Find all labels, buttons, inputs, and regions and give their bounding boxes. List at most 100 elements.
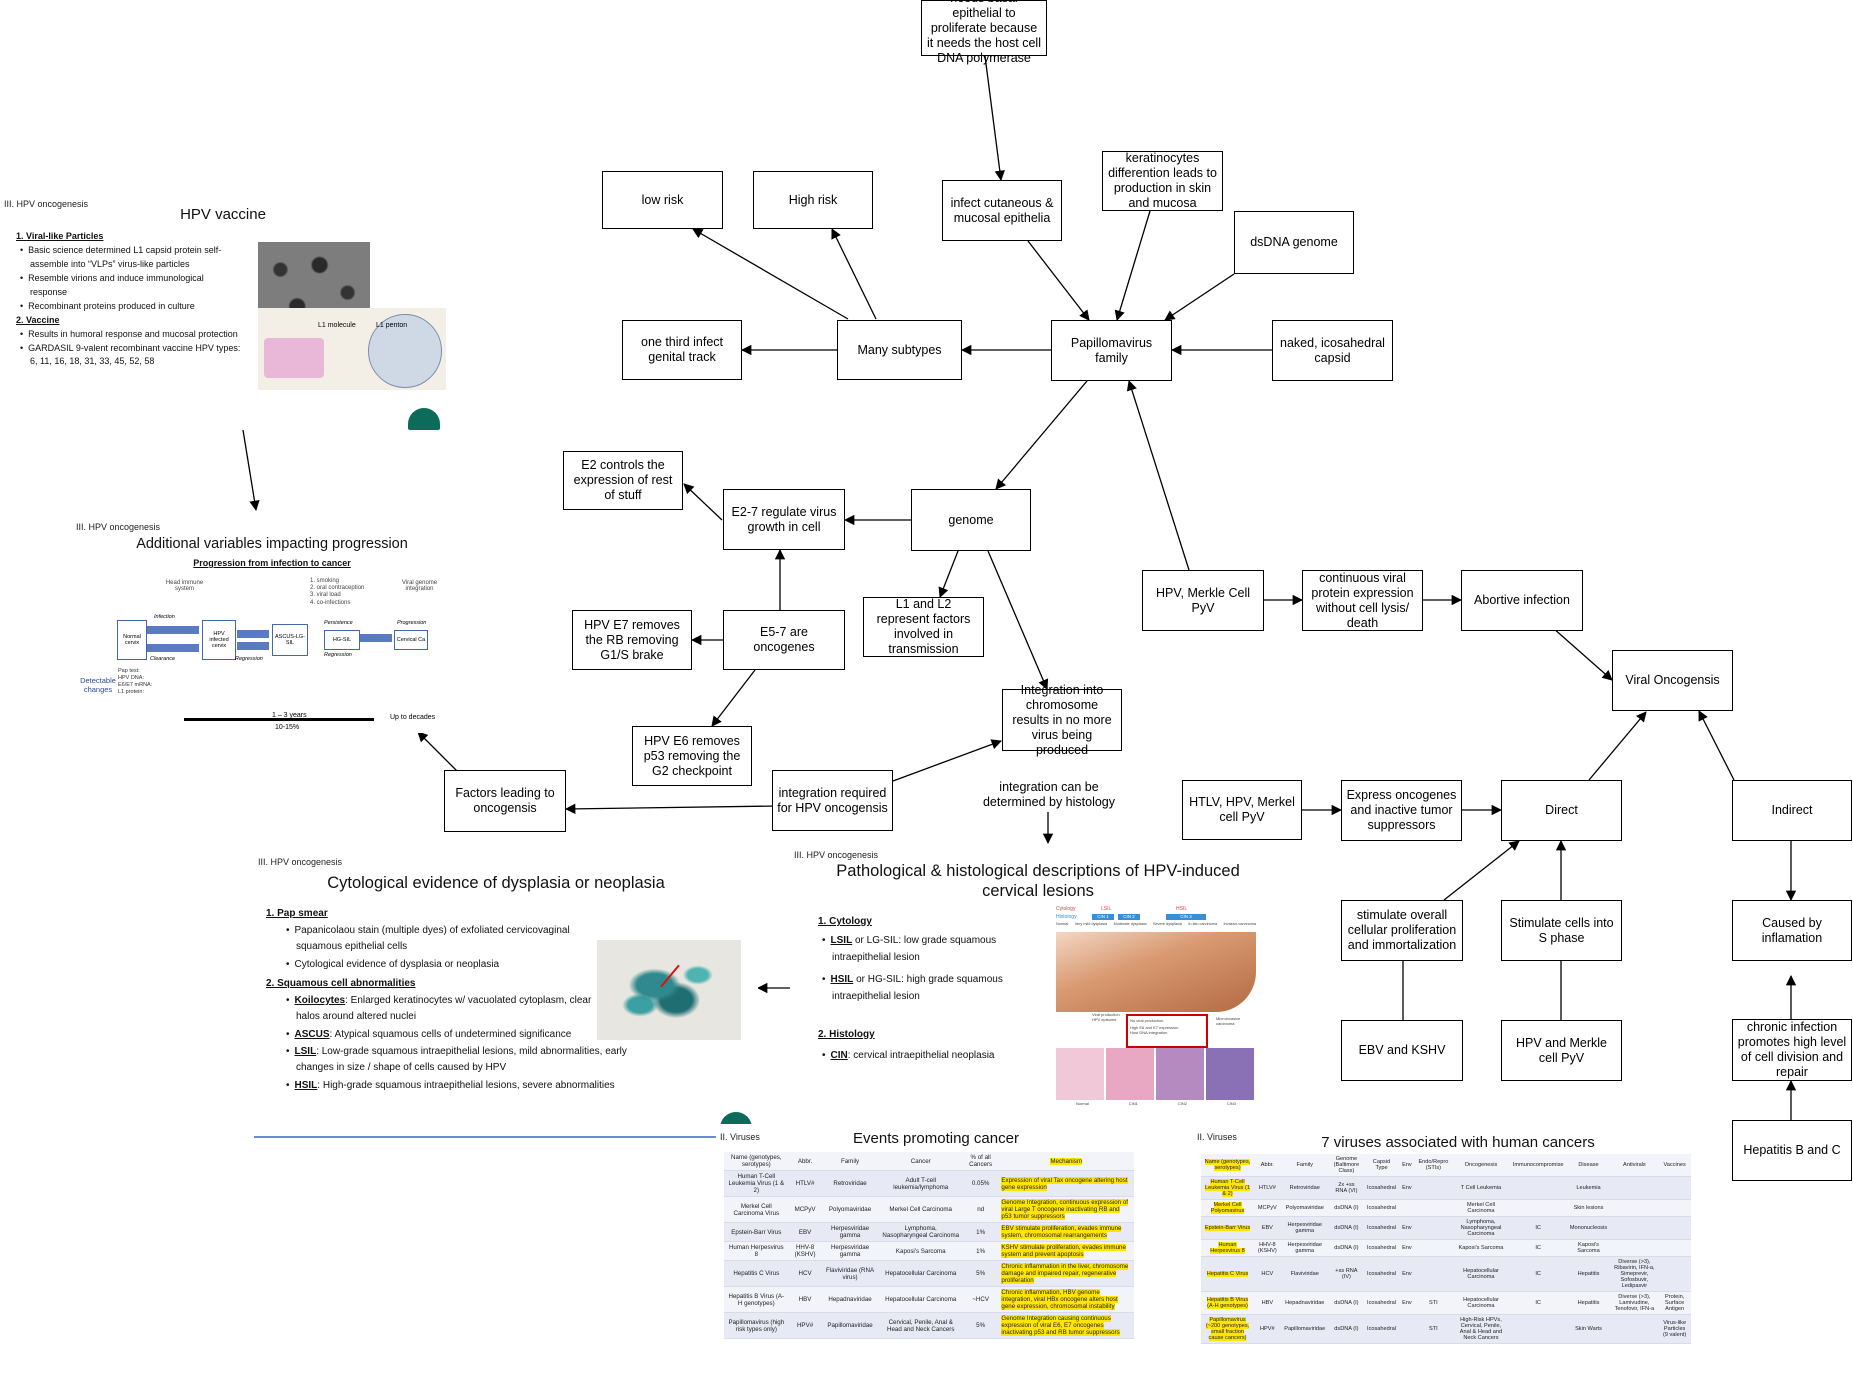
node-hpv-merkle-cell-pyv[interactable]: HPV, Merkle Cell PyV <box>1142 570 1264 631</box>
node-ebv-kshv[interactable]: EBV and KSHV <box>1341 1020 1463 1081</box>
node-stimulate-s-phase[interactable]: Stimulate cells into S phase <box>1501 900 1622 961</box>
table-cell: Env <box>1399 1239 1415 1257</box>
node-e5-7-oncogenes[interactable]: E5-7 are oncogenes <box>723 610 845 670</box>
table-cell: Hepadnaviridae <box>1280 1291 1329 1315</box>
node-hpv-e7[interactable]: HPV E7 removes the RB removing G1/S brak… <box>572 610 692 670</box>
term: LSIL <box>294 1046 317 1057</box>
table-cell: HCV <box>788 1260 822 1287</box>
node-many-subtypes[interactable]: Many subtypes <box>837 320 962 380</box>
table-cell: Epstein-Barr Virus <box>724 1222 789 1242</box>
table-cell: High-Risk HPVs, Cervical, Penile, Anal &… <box>1452 1314 1510 1344</box>
node-hepatitis-b-c[interactable]: Hepatitis B and C <box>1732 1120 1852 1181</box>
table-cell: Leukemia <box>1566 1176 1611 1200</box>
slide-cytological[interactable]: III. HPV oncogenesis Cytological evidenc… <box>254 850 758 1138</box>
slide-title: Cytological evidence of dysplasia or neo… <box>327 874 665 892</box>
timeline-label: Up to decades <box>390 714 436 721</box>
table-cell: Hepadnaviridae <box>821 1286 879 1313</box>
bullet: Koilocytes: Enlarged keratinocytes w/ va… <box>266 993 596 1025</box>
table-cell <box>1658 1199 1691 1217</box>
table-cell: Adult T-cell leukemia/lymphoma <box>878 1170 963 1197</box>
edge <box>831 228 877 320</box>
table-cell: HHV-8 (KSHV) <box>1254 1239 1281 1257</box>
node-abortive-infection[interactable]: Abortive infection <box>1461 570 1583 631</box>
diagram-label: Normal <box>1075 1101 1089 1106</box>
node-stimulate-overall[interactable]: stimulate overall cellular proliferation… <box>1341 900 1463 961</box>
slide-hpv-vaccine[interactable]: III. HPV oncogenesis HPV vaccine 1. Vira… <box>0 192 446 430</box>
node-indirect[interactable]: Indirect <box>1732 780 1852 841</box>
edge <box>1588 711 1647 781</box>
table-cell <box>1658 1239 1691 1257</box>
node-caused-by-inflamation[interactable]: Caused by inflamation <box>1732 900 1852 961</box>
node-integration-required[interactable]: integration required for HPV oncogensis <box>772 770 893 831</box>
table-cell <box>1509 1199 1567 1217</box>
table-cell: Hepatitis C Virus <box>724 1260 789 1287</box>
table-cell: Flaviviridae (RNA virus) <box>821 1260 879 1287</box>
table-cell: 1% <box>962 1222 999 1242</box>
table-cell <box>1414 1239 1453 1257</box>
table-cell: Icosahedral <box>1363 1291 1400 1315</box>
diagram-label: Invasive carcinoma <box>1223 922 1257 926</box>
table-cell: Hepatocellular Carcinoma <box>1452 1291 1510 1315</box>
table-cell: dsDNA (I) <box>1328 1291 1364 1315</box>
table-cell: 0.05% <box>962 1170 999 1197</box>
edge <box>1164 273 1235 321</box>
node-basal-epithelial[interactable]: needs basal epithelial to proliferate be… <box>921 0 1047 65</box>
node-l1-l2[interactable]: L1 and L2 represent factors involved in … <box>863 597 984 657</box>
node-factors-oncogensis[interactable]: Factors leading to oncogensis <box>444 770 566 832</box>
table-cell: STI <box>1414 1291 1453 1315</box>
slide-pathological[interactable]: III. HPV oncogenesis Pathological & hist… <box>790 846 1270 1116</box>
node-keratinocytes[interactable]: keratinocytes differention leads to prod… <box>1102 151 1223 211</box>
table-cell: Epstein-Barr Virus <box>1201 1216 1255 1240</box>
node-htlv-hpv-merkel[interactable]: HTLV, HPV, Merkel cell PyV <box>1182 780 1302 840</box>
table-cell: Env <box>1399 1256 1415 1292</box>
node-naked-capsid[interactable]: naked, icosahedral capsid <box>1272 320 1393 381</box>
table-cell: Merkel Cell Carcinoma <box>878 1196 963 1223</box>
node-e2-7-regulate[interactable]: E2-7 regulate virus growth in cell <box>723 489 845 550</box>
table-cell: Hepatocellular Carcinoma <box>878 1260 963 1287</box>
diagram-label: Moderate dysplasia <box>1113 922 1147 926</box>
epithelium-illustration <box>1056 932 1256 1012</box>
table-header: Vaccines <box>1658 1154 1691 1177</box>
table-cell: EBV <box>788 1222 822 1242</box>
edge <box>1114 210 1151 321</box>
node-low-risk[interactable]: low risk <box>602 171 723 229</box>
node-papillomavirus-family[interactable]: Papillomavirus family <box>1051 320 1172 381</box>
timeline-bar <box>322 719 372 721</box>
table-cell: IC <box>1509 1256 1567 1292</box>
table-cell: Retroviridae <box>1280 1176 1329 1200</box>
table-header: Antivirals <box>1610 1154 1659 1177</box>
table-cell: Human Herpesvirus 8 <box>724 1241 789 1261</box>
node-chronic-infection[interactable]: chronic infection promotes high level of… <box>1732 1019 1852 1081</box>
table-cell: Kaposi's Sarcoma <box>1452 1239 1510 1257</box>
slide-seven-viruses[interactable]: II. Viruses 7 viruses associated with hu… <box>1193 1124 1699 1386</box>
histology-image <box>1156 1048 1204 1100</box>
node-hpv-merkle-pyv[interactable]: HPV and Merkle cell PyV <box>1501 1020 1622 1081</box>
table-cell: Env <box>1399 1176 1415 1200</box>
node-infect-cutaneous[interactable]: infect cutaneous & mucosal epithelia <box>942 180 1062 241</box>
node-e2-controls[interactable]: E2 controls the expression of rest of st… <box>563 451 683 510</box>
bullet: GARDASIL 9-valent recombinant vaccine HP… <box>16 342 241 370</box>
node-direct[interactable]: Direct <box>1501 780 1622 841</box>
node-integration-chromosome[interactable]: Integration into chromosome results in n… <box>1002 683 1122 757</box>
table-cell <box>1610 1176 1659 1200</box>
table-cell: Lymphoma, Nasopharyngeal Carcinoma <box>1452 1216 1510 1240</box>
node-viral-oncogensis[interactable]: Viral Oncogensis <box>1612 650 1733 711</box>
table-cell: KSHV stimulate proliferation, evades imm… <box>998 1241 1134 1261</box>
node-one-third[interactable]: one third infect genital track <box>622 320 742 380</box>
table-cell: dsDNA (I) <box>1328 1216 1364 1240</box>
node-dsdna-genome[interactable]: dsDNA genome <box>1234 211 1354 274</box>
table-cell: MCPyV <box>1254 1199 1281 1217</box>
image-label: L1 penton <box>376 322 408 329</box>
node-genome[interactable]: genome <box>911 489 1031 551</box>
slide-section: III. HPV oncogenesis <box>4 199 89 209</box>
arrow-label: Clearance <box>150 656 176 662</box>
slide-events-cancer[interactable]: II. Viruses Events promoting cancer Name… <box>716 1124 1146 1380</box>
table-cell <box>1414 1256 1453 1292</box>
node-hpv-e6[interactable]: HPV E6 removes p53 removing the G2 check… <box>632 726 752 786</box>
slide-progression[interactable]: III. HPV oncogenesis Additional variable… <box>72 518 482 733</box>
node-express-oncogenes[interactable]: Express oncogenes and inactive tumor sup… <box>1341 780 1462 841</box>
node-high-risk[interactable]: High risk <box>753 171 873 229</box>
node-continuous-expression[interactable]: continuous viral protein expression with… <box>1302 570 1423 631</box>
progression-label: Viral genome integration <box>401 580 438 592</box>
